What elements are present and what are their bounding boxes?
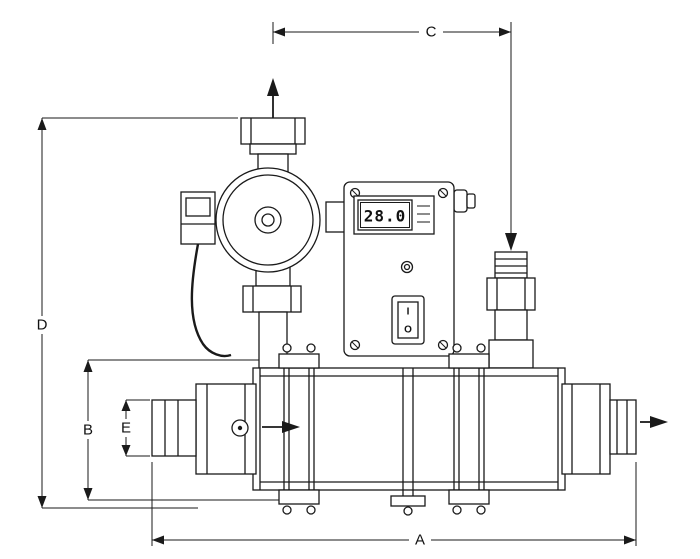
support-foot xyxy=(390,495,426,507)
cable-gland-tip xyxy=(466,193,476,209)
heat-exchanger-body xyxy=(151,343,637,516)
up-arrow-icon xyxy=(267,78,279,96)
clamp-bottom-plate xyxy=(448,489,490,505)
dim-arrow-up xyxy=(121,400,131,411)
pump-outlet-union-nut xyxy=(240,117,306,145)
flow-arrow-in xyxy=(262,421,300,433)
dimension-d: D xyxy=(33,117,238,509)
dim-arrow-down xyxy=(83,488,93,500)
right-arrow-icon xyxy=(282,421,300,433)
mounting-clamp-left xyxy=(278,343,320,515)
dimension-b: B xyxy=(79,359,282,501)
dimension-e: E xyxy=(117,399,150,457)
power-switch[interactable]: I O xyxy=(391,295,425,345)
switch-rocker[interactable] xyxy=(397,301,419,339)
clamp-top-plate xyxy=(448,353,490,369)
pump-hub-center xyxy=(261,213,275,227)
flow-arrow-up xyxy=(267,78,279,118)
bolt-icon xyxy=(476,505,486,515)
inlet-union-nut xyxy=(486,277,536,311)
inlet-threaded-stub xyxy=(494,251,528,279)
dim-arrow-right xyxy=(624,535,636,545)
dim-arrow-up xyxy=(83,360,93,372)
right-port-stub xyxy=(609,399,637,455)
dimension-a: A xyxy=(151,462,637,549)
pump-inlet-union-nut xyxy=(242,285,302,313)
pump-outlet-collar xyxy=(249,143,297,155)
temperature-display-value: 28.0 xyxy=(364,207,407,226)
bolt-icon xyxy=(452,343,462,353)
center-support-bracket xyxy=(390,368,426,516)
conduit-connector xyxy=(325,201,347,233)
bolt-icon xyxy=(403,506,413,516)
cable-gland xyxy=(453,189,468,213)
lcd-screen xyxy=(357,199,413,231)
left-port-stub xyxy=(151,399,197,457)
dimension-label-c: C xyxy=(426,24,437,41)
dimension-label-b: B xyxy=(83,422,93,439)
display-vents xyxy=(417,205,430,223)
dimension-label-e: E xyxy=(121,420,131,437)
pump-assembly xyxy=(180,117,321,369)
inlet-base-flange xyxy=(488,339,534,369)
dimension-label-a: A xyxy=(415,532,425,549)
right-union-nut xyxy=(561,383,611,475)
dim-arrow-right xyxy=(499,27,511,37)
bolt-icon xyxy=(282,343,292,353)
inlet-assembly xyxy=(486,251,536,369)
dim-arrow-left xyxy=(152,535,164,545)
right-arrow-icon xyxy=(650,416,668,428)
dimension-c: C xyxy=(272,22,511,44)
bolt-icon xyxy=(476,343,486,353)
control-box: 28.0 I O xyxy=(325,181,476,357)
mounting-clamp-right xyxy=(448,343,490,515)
shell xyxy=(252,367,566,491)
bolt-icon xyxy=(282,505,292,515)
down-arrow-icon xyxy=(505,233,517,251)
dim-arrow-down xyxy=(121,445,131,456)
switch-on-marking: I xyxy=(407,307,410,318)
pump-power-cable xyxy=(190,243,232,358)
pump-volute-inner xyxy=(222,174,314,266)
clamp-top-plate xyxy=(278,353,320,369)
clamp-bottom-plate xyxy=(278,489,320,505)
switch-off-marking: O xyxy=(404,325,412,336)
flow-arrow-out xyxy=(640,416,668,428)
bolt-icon xyxy=(306,505,316,515)
flow-arrow-down xyxy=(505,22,517,251)
dim-arrow-down xyxy=(37,496,47,508)
bolt-icon xyxy=(452,505,462,515)
pump-riser-pipe xyxy=(258,311,288,369)
pump-terminal-box-cover xyxy=(185,197,211,217)
dimension-label-d: D xyxy=(37,317,48,334)
bolt-icon xyxy=(306,343,316,353)
dim-arrow-up xyxy=(37,118,47,130)
dim-arrow-left xyxy=(273,27,285,37)
inlet-pipe xyxy=(494,309,528,341)
indicator-led xyxy=(400,260,414,274)
pump-hub xyxy=(254,206,282,234)
